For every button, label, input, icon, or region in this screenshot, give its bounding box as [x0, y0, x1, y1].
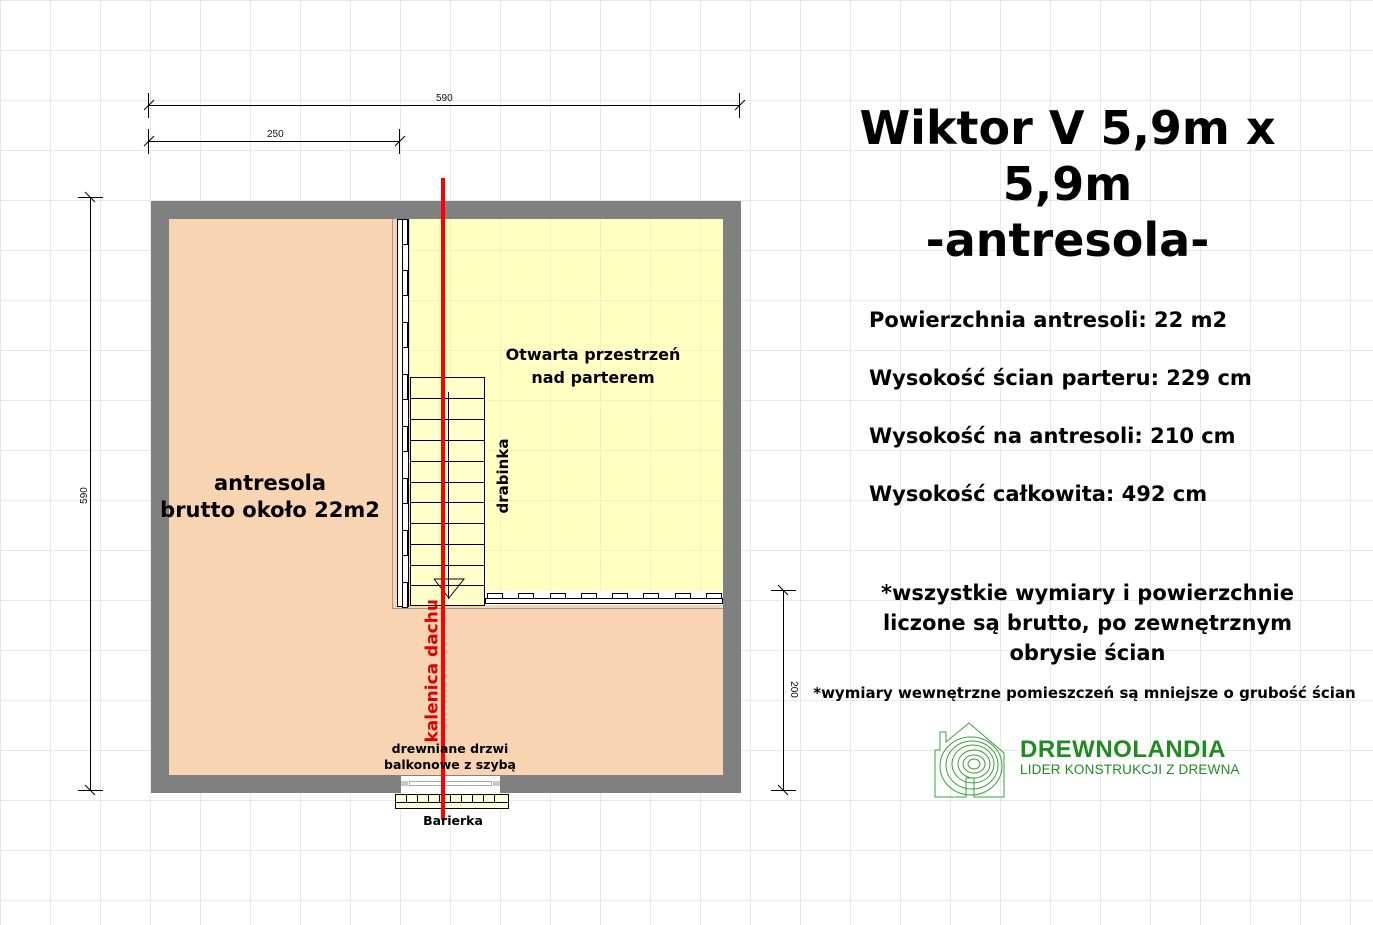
open-space-label: Otwarta przestrzeń nad parterem [488, 343, 698, 389]
open-space-label-line1: Otwarta przestrzeń [505, 345, 681, 364]
railing-post [402, 374, 408, 400]
ladder-label: drabinka [494, 438, 512, 514]
note-internal-dimensions: *wymiary wewnętrzne pomieszczeń są mniej… [813, 684, 1356, 702]
railing-post [487, 593, 503, 599]
railing-post [402, 270, 408, 296]
spec-total-height: Wysokość całkowita: 492 cm [869, 482, 1208, 506]
title-line1: Wiktor V 5,9m x 5,9m [859, 101, 1276, 211]
note-line1: *wszystkie wymiary i powierzchnie [881, 581, 1294, 605]
door-label-line2: balkonowe z szybą [384, 757, 516, 772]
railing-post [402, 219, 408, 245]
door-label-line1: drewniane drzwi [391, 741, 509, 756]
open-space-outline [392, 219, 723, 609]
balcony-door [401, 776, 500, 793]
page-title: Wiktor V 5,9m x 5,9m -antresola- [790, 100, 1345, 268]
ridge-label: kalenica dachu [422, 599, 443, 743]
mezzanine-label: antresola brutto około 22m2 [150, 470, 390, 524]
balcony-railing [395, 794, 509, 809]
open-space-label-line2: nad parterem [531, 368, 655, 387]
door-label: drewniane drzwi balkonowe z szybą [370, 741, 530, 773]
railing-post [402, 530, 408, 556]
open-space-area [410, 219, 723, 605]
arrow-down-icon [433, 578, 465, 599]
dimension-label: 200 [787, 681, 799, 698]
dimension-label: 250 [267, 129, 284, 140]
logo-tagline: LIDER KONSTRUKCJI Z DREWNA [1020, 762, 1240, 777]
mezzanine-label-line1: antresola [213, 471, 327, 495]
railing-post [550, 593, 566, 599]
note-line2: liczone są brutto, po zewnętrznym [882, 611, 1293, 635]
spec-ground-wall-height: Wysokość ścian parteru: 229 cm [869, 366, 1252, 390]
railing-post [402, 582, 408, 608]
spec-mezzanine-height: Wysokość na antresoli: 210 cm [869, 424, 1236, 448]
note-line3: obrysie ścian [1009, 641, 1166, 665]
mezzanine-label-line2: brutto około 22m2 [160, 498, 380, 522]
dimension-label: 590 [78, 487, 90, 504]
railing-post [402, 478, 408, 504]
note-gross-dimensions: *wszystkie wymiary i powierzchnie liczon… [820, 578, 1355, 668]
railing-post [706, 593, 722, 599]
railing-post [675, 593, 691, 599]
railing-post [581, 593, 597, 599]
stair-direction-arrow [448, 392, 449, 599]
title-line2: -antresola- [925, 213, 1210, 267]
wooden-house-rings-icon [934, 722, 1005, 798]
railing-post [643, 593, 659, 599]
railing-label: Barierka [423, 813, 483, 828]
ladder-stairs [410, 377, 485, 606]
railing-post [402, 426, 408, 452]
logo-brand-name: DREWNOLANDIA [1020, 736, 1226, 763]
railing-post [518, 593, 534, 599]
spec-mezzanine-area: Powierzchnia antresoli: 22 m2 [869, 308, 1228, 332]
railing-horizontal [485, 591, 723, 605]
railing-post [402, 322, 408, 348]
roof-ridge-line [441, 178, 445, 820]
dimension-label: 590 [436, 93, 453, 104]
railing-post [612, 593, 628, 599]
